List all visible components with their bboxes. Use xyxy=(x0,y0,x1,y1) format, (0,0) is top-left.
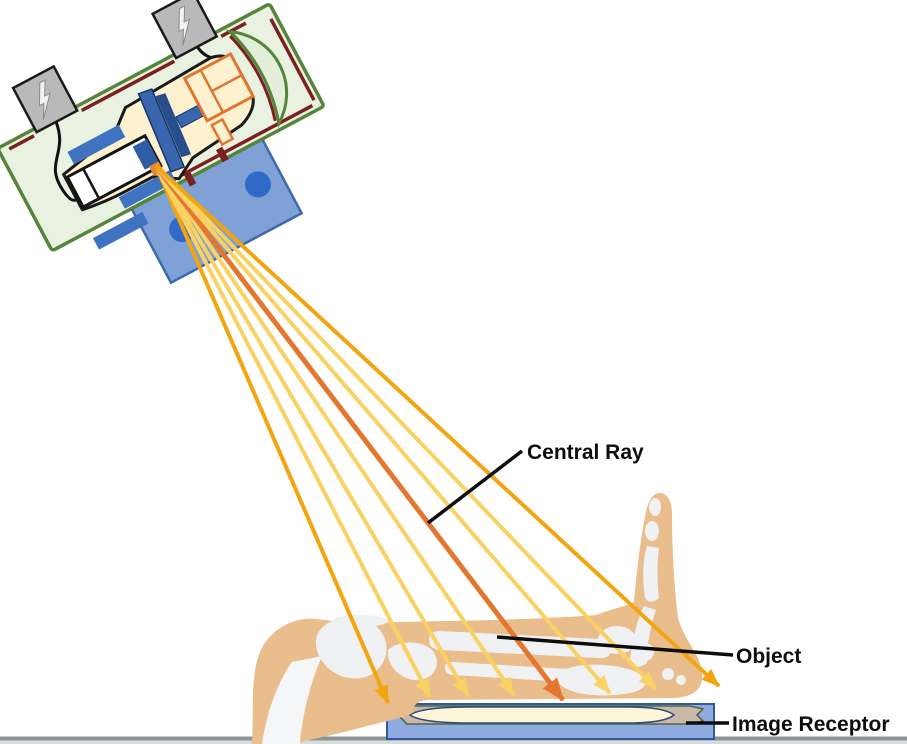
toe-bone xyxy=(662,668,674,680)
anode-disc xyxy=(137,88,206,173)
central-ray xyxy=(154,164,565,702)
lead-lining xyxy=(8,18,316,196)
beam-ray xyxy=(154,164,658,691)
port-peg xyxy=(183,170,197,187)
beam-ray xyxy=(154,164,516,697)
anode-disc-face xyxy=(155,93,192,158)
bellows-lining xyxy=(229,35,277,122)
beam-edge-ray-right xyxy=(154,164,721,688)
hv-connector-left xyxy=(11,64,79,134)
annotations: Central Ray Object Image Receptor xyxy=(426,441,890,736)
beam-edge-ray-left xyxy=(154,165,390,705)
stator xyxy=(182,51,256,147)
stator-terminal xyxy=(210,117,235,147)
xray-beam xyxy=(154,164,721,705)
table-edge-shadow xyxy=(0,740,907,744)
object-label: Object xyxy=(736,645,801,668)
focusing-cup xyxy=(132,139,160,170)
distal-phalanx-bone xyxy=(649,498,661,516)
cathode-endcap xyxy=(82,168,101,200)
image-receptor xyxy=(386,703,715,740)
beam-ray xyxy=(154,164,612,695)
anode-disc-edge xyxy=(137,88,186,173)
cathode-assembly xyxy=(65,124,177,250)
image-receptor-label: Image Receptor xyxy=(732,713,890,736)
beam-ray xyxy=(154,165,432,699)
proximal-phalanx-bone xyxy=(643,546,659,602)
collimator-knob xyxy=(244,171,271,198)
expansion-bellows xyxy=(225,29,289,128)
port-peg xyxy=(215,146,229,163)
toe-bone xyxy=(676,675,686,685)
xray-tube-assembly xyxy=(0,0,325,285)
femur-shaft-bone xyxy=(262,656,322,744)
cathode-support xyxy=(92,211,149,250)
hv-connector-top xyxy=(150,0,219,60)
cathode-support xyxy=(67,124,126,165)
object-pointer-line xyxy=(496,635,734,657)
lightning-icon xyxy=(178,5,191,46)
central-ray-pointer-line xyxy=(426,449,524,525)
beam-ray xyxy=(154,164,470,698)
middle-phalanx-bone xyxy=(645,521,659,541)
film xyxy=(408,706,676,724)
lightning-icon xyxy=(38,79,51,120)
central-ray-label: Central Ray xyxy=(527,441,644,464)
